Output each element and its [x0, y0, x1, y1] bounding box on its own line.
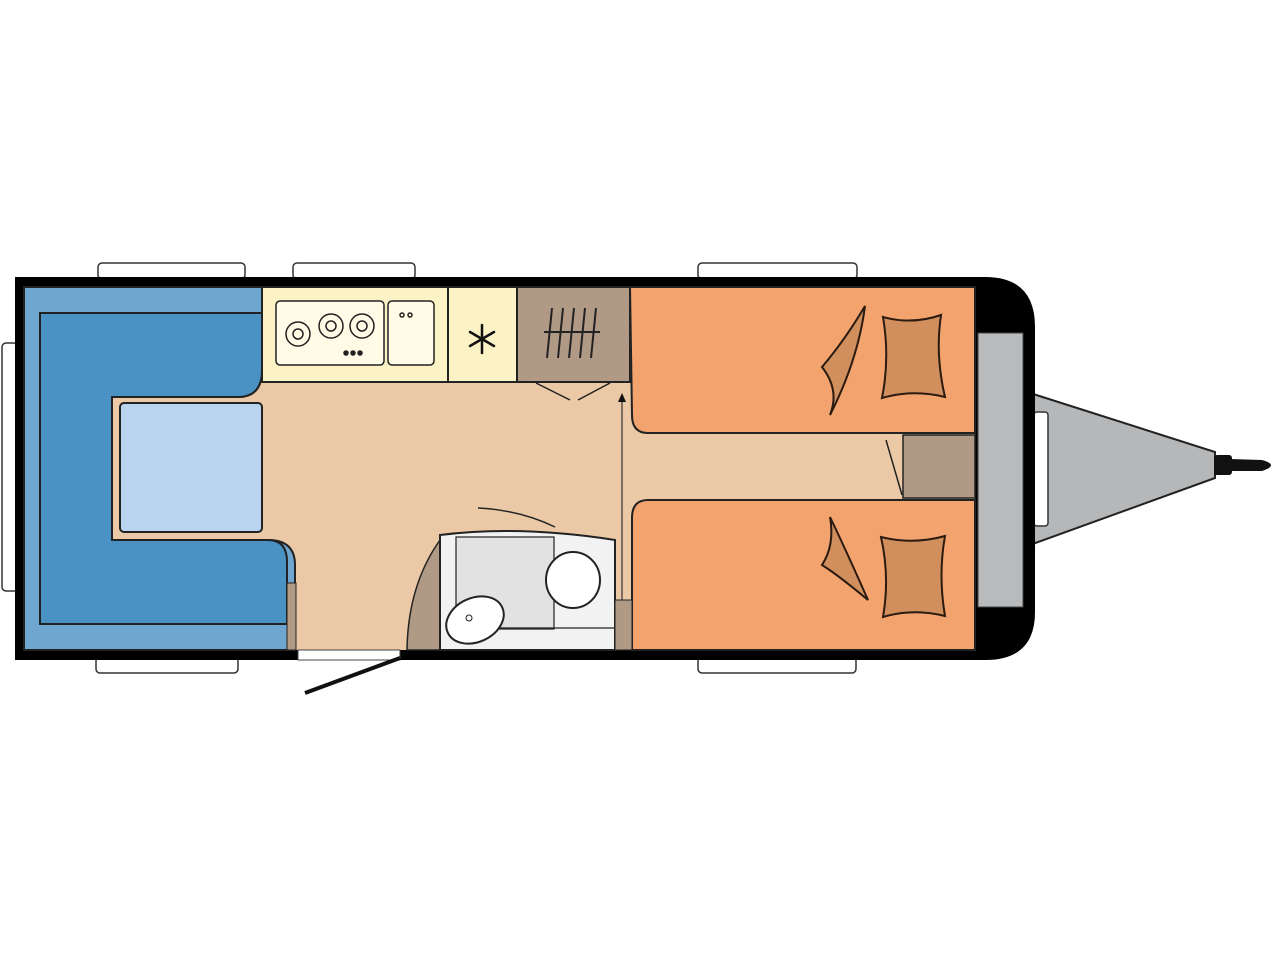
wardrobe-hatch-icon: [544, 307, 600, 359]
entrance-door-gap: [297, 649, 401, 661]
hitch-icon: [1214, 455, 1271, 475]
bathroom-door-arc: [477, 507, 556, 528]
cabinet-door-line: [885, 439, 903, 496]
seat-end-board: [286, 582, 297, 651]
pillow-icon: [820, 305, 947, 619]
arrow-head-icon: [618, 393, 626, 402]
window-top-3: [697, 262, 858, 280]
dinette-table: [119, 402, 263, 533]
snowflake-icon: [468, 323, 496, 355]
washbasin-icon: [445, 595, 505, 645]
window-top-2: [292, 262, 416, 280]
front-cabinet: [902, 434, 976, 499]
drawbar: [1029, 391, 1216, 547]
front-panel: [977, 332, 1024, 608]
window-front: [1033, 411, 1049, 527]
bathroom-side-panel: [614, 599, 633, 651]
entrance-door[interactable]: [304, 656, 401, 695]
wardrobe-door-swing-2: [577, 382, 611, 401]
window-top-1: [97, 262, 246, 280]
sink-icon: [387, 300, 435, 366]
drain-icon: [465, 614, 473, 622]
hob-icon: [275, 300, 385, 366]
wardrobe: [516, 286, 631, 383]
dinette-cushion: [39, 312, 288, 625]
toilet-icon: [545, 551, 601, 609]
wardrobe-door-swing: [535, 382, 571, 401]
